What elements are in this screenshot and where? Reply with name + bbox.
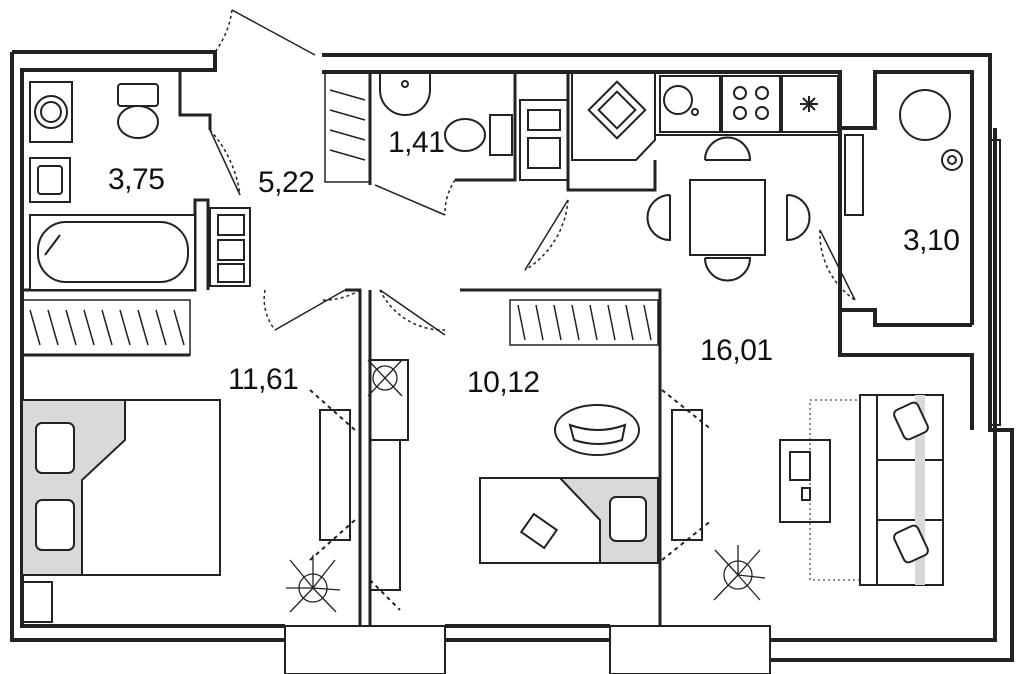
internal-walls xyxy=(22,72,662,626)
toilet-icon xyxy=(117,83,159,139)
kitchen-sink-icon xyxy=(587,80,647,140)
chair-icon xyxy=(646,136,811,282)
room-area-bathroom: 3,75 xyxy=(108,163,165,196)
stove-icon xyxy=(721,75,781,133)
fridge-icon xyxy=(781,75,839,133)
cabinet-bathroom xyxy=(209,207,251,287)
room-area-kitchen-living: 16,01 xyxy=(700,334,773,367)
wc-cabinet xyxy=(519,99,569,181)
room-area-hallway: 5,22 xyxy=(258,166,315,199)
bathtub-icon xyxy=(29,214,196,291)
washing-machine-icon xyxy=(29,81,73,143)
door-leaves xyxy=(209,9,856,336)
room-area-wc: 1,41 xyxy=(388,126,445,159)
bed-middle-icon xyxy=(479,477,659,564)
sink-icon xyxy=(29,157,71,203)
kitchen-counter xyxy=(571,71,841,161)
laptop-icon xyxy=(519,512,559,550)
table-icon xyxy=(689,179,766,256)
windows-bottom xyxy=(284,625,771,674)
room-area-bedroom-middle: 10,12 xyxy=(467,366,540,399)
partition-right xyxy=(661,389,713,561)
partition-middle xyxy=(369,359,409,611)
partition-left xyxy=(309,389,356,561)
desk-icon xyxy=(779,439,831,523)
sofa-icon xyxy=(809,394,944,586)
wc-toilet-icon xyxy=(444,114,513,156)
rug-icon xyxy=(554,404,640,456)
shelf-hallway xyxy=(324,71,371,183)
balcony-window xyxy=(844,134,1001,426)
armchair-icon xyxy=(899,89,963,171)
doors xyxy=(209,9,856,331)
wardrobe-middle xyxy=(509,299,659,346)
plant-icon xyxy=(286,359,766,613)
wardrobe-left xyxy=(21,299,191,356)
room-area-bedroom-left: 11,61 xyxy=(228,363,299,396)
wc-sink-icon xyxy=(379,72,431,116)
room-area-balcony: 3,10 xyxy=(903,224,960,257)
bed-icon xyxy=(21,399,221,623)
dishwasher-icon xyxy=(659,75,721,133)
